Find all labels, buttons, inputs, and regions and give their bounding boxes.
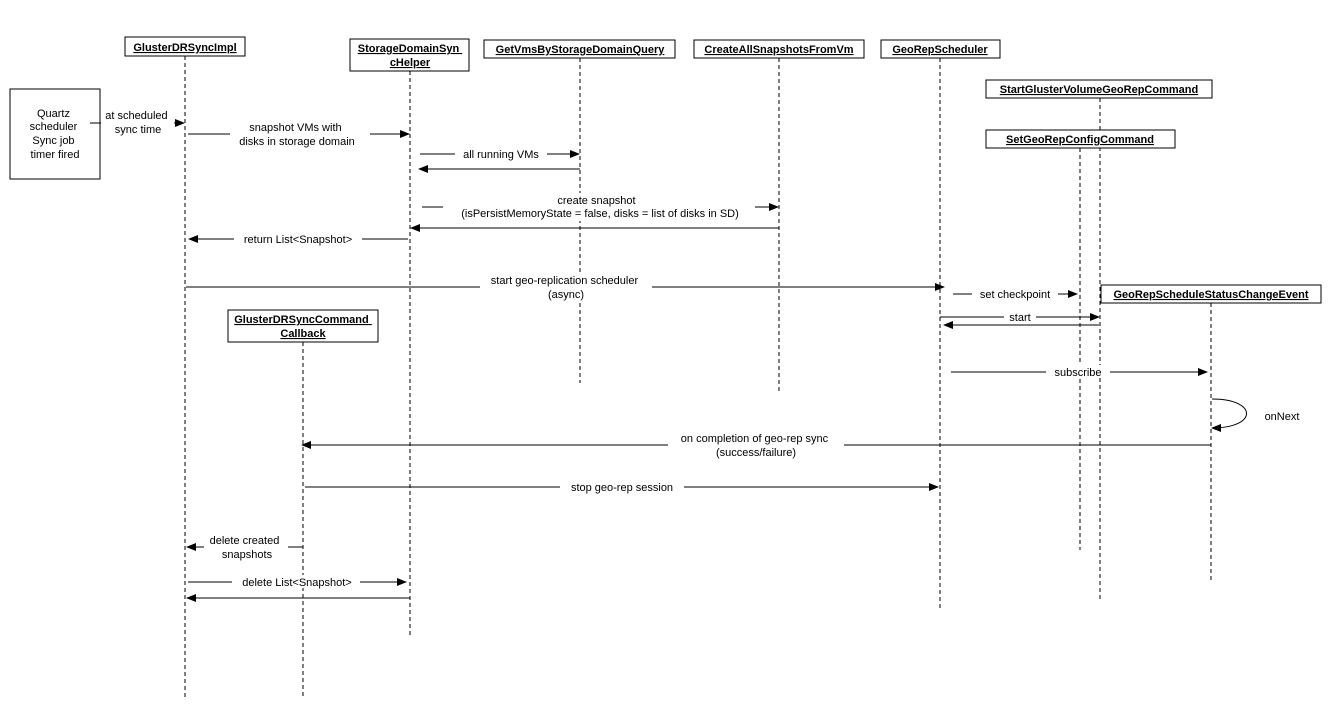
- svg-text:stop geo-rep session: stop geo-rep session: [571, 482, 673, 494]
- svg-text:start: start: [1009, 312, 1030, 324]
- svg-text:GeoRepScheduler: GeoRepScheduler: [892, 44, 988, 56]
- svg-text:StartGlusterVolumeGeoRepComman: StartGlusterVolumeGeoRepCommand: [1000, 84, 1198, 96]
- message-start-geo-replication: start geo-replication scheduler (async): [186, 273, 945, 301]
- svg-text:onNext: onNext: [1265, 411, 1300, 423]
- svg-text:delete List<Snapshot>: delete List<Snapshot>: [242, 577, 351, 589]
- message-at-scheduled-sync-time: at scheduled sync time: [90, 108, 185, 136]
- message-subscribe: subscribe: [951, 365, 1208, 379]
- svg-text:Quartz scheduler S: Quartz scheduler Sync job timer fired: [30, 108, 81, 161]
- svg-text:set checkpoint: set checkpoint: [980, 289, 1050, 301]
- message-all-running-vms: all running VMs: [420, 147, 580, 161]
- participant-georepsched: GeoRepScheduler: [880, 39, 1001, 59]
- message-create-snapshot: create snapshot (isPersistMemoryState = …: [422, 193, 779, 221]
- message-stop-geo-rep-session: stop geo-rep session: [305, 480, 939, 494]
- svg-text:StorageDomainSyn cHelper: StorageDomainSyn cHelper: [358, 43, 463, 69]
- svg-text:snapshot VMs with disks: snapshot VMs with disks in storage domai…: [239, 122, 355, 148]
- message-start: start: [940, 310, 1100, 324]
- svg-text:start geo-replication schedule: start geo-replication scheduler (async): [491, 275, 641, 301]
- svg-text:all running VMs: all running VMs: [463, 149, 539, 161]
- svg-text:delete created snapshots: delete created snapshots: [210, 535, 283, 561]
- message-snapshot-vms: snapshot VMs with disks in storage domai…: [188, 120, 410, 148]
- svg-text:GetVmsByStorageDomainQuery: GetVmsByStorageDomainQuery: [496, 44, 666, 56]
- svg-text:subscribe: subscribe: [1054, 367, 1101, 379]
- message-delete-snapshot-list: delete List<Snapshot>: [188, 575, 407, 589]
- message-return-snapshot-list: return List<Snapshot>: [188, 232, 408, 246]
- participant-getvms: GetVmsByStorageDomainQuery: [483, 39, 676, 59]
- message-on-completion: on completion of geo-rep sync (success/f…: [301, 431, 1211, 459]
- svg-text:SetGeoRepConfigCommand: SetGeoRepConfigCommand: [1006, 134, 1154, 146]
- participant-drsync: GlusterDRSyncImpl: [124, 36, 246, 57]
- participant-statusevent: GeoRepScheduleStatusChangeEvent: [1100, 284, 1322, 304]
- participant-createsnap: CreateAllSnapshotsFromVm: [693, 39, 865, 59]
- svg-text:create snapshot (isPersi: create snapshot (isPersistMemoryState = …: [461, 195, 739, 220]
- participant-setgeorepcfg: SetGeoRepConfigCommand: [985, 129, 1176, 149]
- message-delete-created-snapshots: delete created snapshots: [186, 533, 303, 561]
- svg-text:GeoRepScheduleStatusChangeEven: GeoRepScheduleStatusChangeEvent: [1114, 289, 1309, 301]
- svg-text:return List<Snapshot>: return List<Snapshot>: [244, 234, 352, 246]
- svg-text:CreateAllSnapshotsFromVm: CreateAllSnapshotsFromVm: [704, 44, 853, 56]
- participant-quartz: Quartz scheduler Sync job timer fired: [9, 88, 101, 180]
- message-set-checkpoint: set checkpoint: [953, 287, 1078, 301]
- participant-startgeorep: StartGlusterVolumeGeoRepCommand: [985, 79, 1213, 99]
- svg-text:GlusterDRSyncImpl: GlusterDRSyncImpl: [133, 42, 236, 54]
- participant-callback: GlusterDRSyncCommand Callback: [227, 309, 379, 343]
- svg-text:GlusterDRSyncCommand Cal: GlusterDRSyncCommand Callback: [234, 314, 372, 340]
- participant-sdhelper: StorageDomainSyn cHelper: [349, 38, 470, 72]
- svg-text:on completion of geo-rep sync: on completion of geo-rep sync (success/f…: [681, 433, 831, 459]
- message-onnext: onNext: [1211, 398, 1300, 432]
- svg-text:at scheduled sync time: at scheduled sync time: [105, 110, 170, 136]
